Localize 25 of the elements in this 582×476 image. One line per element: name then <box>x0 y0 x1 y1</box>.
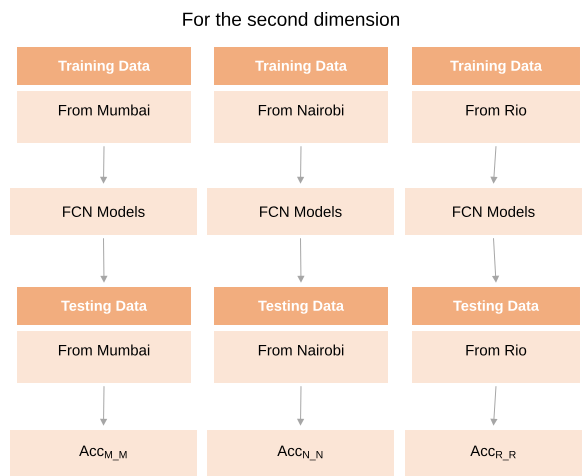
title: For the second dimension <box>183 12 400 26</box>
card-body: From Nairobi <box>214 331 388 383</box>
process-box: FCN Models <box>10 188 197 235</box>
process-box: Acc$_{N_N}$ <box>207 430 394 476</box>
process-box: Acc$_{M_M}$ <box>10 430 197 476</box>
process-box: FCN Models <box>405 188 582 235</box>
card-body: From Rio <box>412 91 580 143</box>
card-header: Training Data <box>214 47 388 85</box>
card-body: From Nairobi <box>214 91 388 143</box>
card-body: From Mumbai <box>17 331 191 383</box>
data-card <box>17 287 191 383</box>
card-header: Testing Data <box>412 287 580 325</box>
data-card <box>17 47 191 143</box>
card-header: Training Data <box>17 47 191 85</box>
card-body: From Mumbai <box>17 91 191 143</box>
data-card <box>214 47 388 143</box>
card-header: Testing Data <box>214 287 388 325</box>
process-box: FCN Models <box>207 188 394 235</box>
data-card <box>214 287 388 383</box>
data-card <box>412 287 580 383</box>
data-card <box>412 47 580 143</box>
card-body: From Rio <box>412 331 580 383</box>
process-box: Acc$_{R_R}$ <box>405 430 582 476</box>
card-header: Training Data <box>412 47 580 85</box>
card-header: Testing Data <box>17 287 191 325</box>
